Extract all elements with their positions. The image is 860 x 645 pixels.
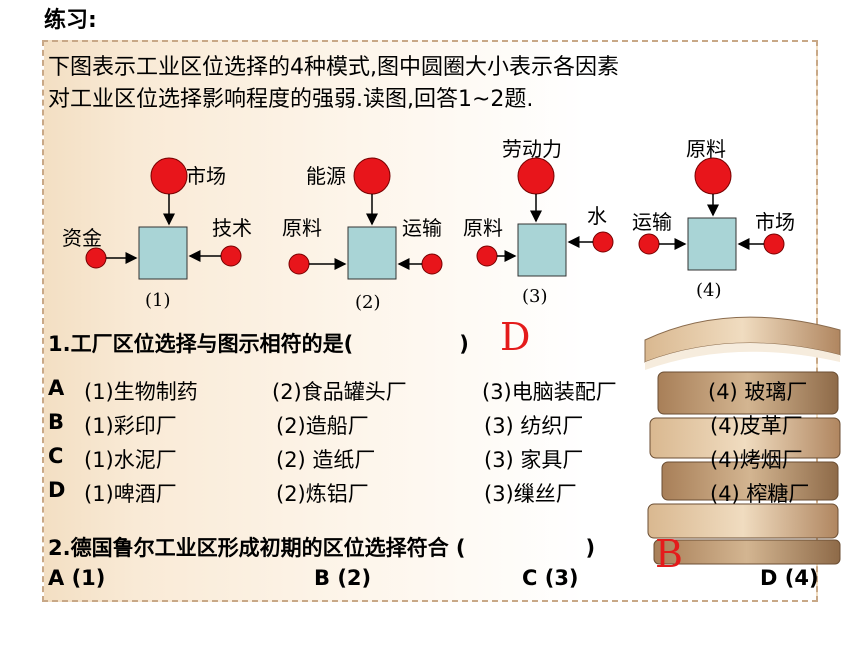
model-3-right-circle — [592, 231, 614, 253]
model-3-right-label: 水 — [587, 204, 607, 228]
model-2-right-circle — [421, 253, 443, 275]
model-2-top-label: 能源 — [306, 164, 346, 188]
model-2-right-label: 运输 — [402, 216, 442, 240]
q1-option-c-4: (4)烤烟厂 — [710, 448, 803, 472]
model-3-top-circle — [517, 157, 555, 195]
model-4-top-circle — [694, 157, 732, 195]
model-3-factory — [517, 223, 567, 277]
model-4-right-label: 市场 — [755, 210, 795, 234]
intro-line-2: 对工业区位选择影响程度的强弱.读图,回答1~2题. — [48, 87, 534, 112]
q1-option-b-4: (4)皮革厂 — [710, 414, 803, 438]
question-1-answer: D — [500, 315, 531, 359]
q1-option-d-letter: D — [48, 478, 66, 502]
model-2 — [288, 157, 443, 280]
q1-option-a-letter: A — [48, 376, 65, 400]
q1-option-a-3: (3)电脑装配厂 — [482, 380, 617, 404]
model-2-left-label: 原料 — [282, 216, 322, 240]
intro-text: 下图表示工业区位选择的4种模式,图中圆圈大小表示各因素 对工业区位选择影响程度的… — [48, 52, 619, 116]
q1-option-c-2: (2) 造纸厂 — [276, 448, 376, 472]
intro-line-1: 下图表示工业区位选择的4种模式,图中圆圈大小表示各因素 — [48, 55, 619, 80]
model-2-top-circle — [353, 157, 391, 195]
q1-option-c-3: (3) 家具厂 — [484, 448, 584, 472]
model-4-number: (4) — [696, 280, 722, 301]
q2-option-a: A (1) — [48, 566, 106, 590]
question-2-answer: B — [655, 532, 683, 576]
model-4-factory — [687, 217, 737, 271]
question-2-stem: 2.德国鲁尔工业区形成初期的区位选择符合 () — [48, 536, 596, 560]
model-1-left-circle — [85, 247, 107, 269]
q2-option-d: D (4) — [760, 566, 819, 590]
q2-option-b: B (2) — [314, 566, 372, 590]
model-1-top-circle — [150, 157, 188, 195]
model-4 — [638, 157, 785, 271]
model-1-right-label: 技术 — [212, 216, 252, 240]
model-4-top-label: 原料 — [686, 137, 726, 161]
model-1-right-circle — [220, 245, 242, 267]
model-2-left-circle — [288, 253, 310, 275]
q1-option-d-2: (2)炼铝厂 — [276, 482, 369, 506]
model-3-left-circle — [476, 245, 498, 267]
model-2-number: (2) — [355, 292, 381, 313]
model-4-right-circle — [763, 233, 785, 255]
q1-option-d-4: (4) 榨糖厂 — [710, 482, 810, 506]
q1-option-a-2: (2)食品罐头厂 — [272, 380, 407, 404]
q1-option-c-letter: C — [48, 444, 64, 468]
q1-option-d-3: (3)缫丝厂 — [484, 482, 577, 506]
model-1-number: (1) — [145, 290, 171, 311]
q1-option-d-1: (1)啤酒厂 — [84, 482, 177, 506]
model-4-left-circle — [638, 233, 660, 255]
exercise-title: 练习: — [44, 8, 97, 33]
model-1-top-label: 市场 — [186, 164, 226, 188]
question-1-stem: 1.工厂区位选择与图示相符的是() — [48, 332, 469, 356]
q1-option-b-3: (3) 纺织厂 — [484, 414, 584, 438]
model-1-factory — [138, 226, 188, 280]
q1-option-c-1: (1)水泥厂 — [84, 448, 177, 472]
model-1-left-label: 资金 — [62, 226, 102, 250]
q1-option-b-letter: B — [48, 410, 65, 434]
book-stack-image — [644, 316, 841, 565]
model-3-top-label: 劳动力 — [502, 137, 562, 161]
q1-option-b-1: (1)彩印厂 — [84, 414, 177, 438]
q1-option-b-2: (2)造船厂 — [276, 414, 369, 438]
model-3-left-label: 原料 — [463, 216, 503, 240]
q1-option-a-4: (4) 玻璃厂 — [708, 380, 808, 404]
model-3 — [476, 157, 614, 277]
model-3-number: (3) — [522, 286, 548, 307]
q2-option-c: C (3) — [522, 566, 579, 590]
q1-option-a-1: (1)生物制药 — [84, 380, 198, 404]
model-4-left-label: 运输 — [632, 210, 672, 234]
model-1 — [85, 157, 242, 280]
model-2-factory — [347, 226, 397, 280]
